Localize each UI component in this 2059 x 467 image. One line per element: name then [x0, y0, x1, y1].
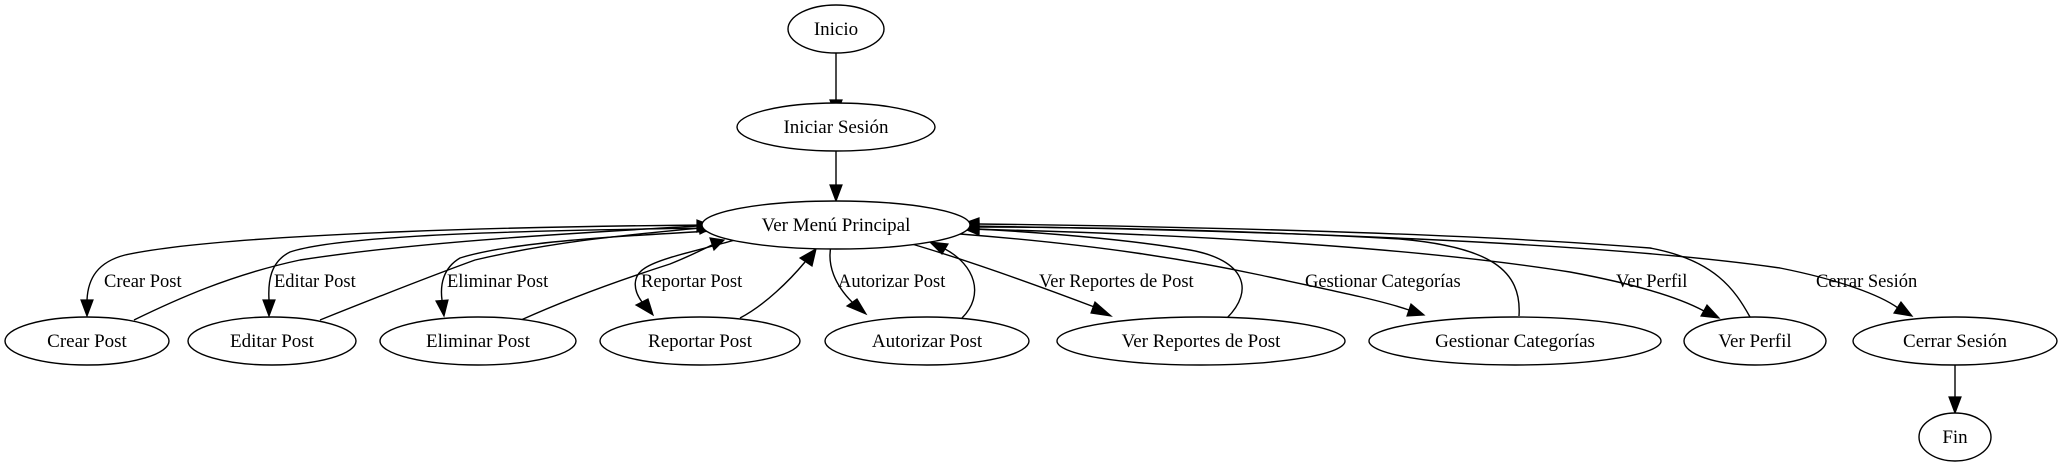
node-label-fin: Fin: [1942, 427, 1968, 448]
node-gestionar: Gestionar Categorías: [1368, 316, 1662, 366]
node-ver-reportes: Ver Reportes de Post: [1056, 316, 1346, 366]
node-label-autorizar: Autorizar Post: [872, 331, 983, 352]
edge-iniciar-sesion-to-menu: [829, 151, 843, 203]
node-label-ver-perfil: Ver Perfil: [1718, 331, 1791, 352]
node-autorizar: Autorizar Post: [824, 316, 1030, 366]
edge-cerrar-to-fin: [1948, 364, 1962, 415]
node-label-inicio: Inicio: [814, 19, 858, 40]
edge-label-eliminar: Eliminar Post: [447, 272, 549, 292]
edge-menu-to-crear: [80, 224, 713, 318]
edge-menu-to-ver-reportes: [904, 241, 1113, 317]
node-editar: Editar Post: [187, 316, 357, 366]
edge-menu-to-gestionar: [959, 233, 1426, 317]
node-label-reportar: Reportar Post: [648, 331, 753, 352]
edge-reportar-to-menu: [739, 247, 817, 319]
edge-menu-to-ver-perfil: [964, 228, 1721, 319]
node-label-editar: Editar Post: [230, 331, 315, 352]
edge-menu-to-reportar: [634, 239, 736, 317]
node-reportar: Reportar Post: [599, 316, 801, 366]
node-label-cerrar: Cerrar Sesión: [1903, 331, 2007, 352]
edge-menu-to-eliminar: [435, 230, 713, 318]
node-label-gestionar: Gestionar Categorías: [1435, 331, 1595, 352]
edge-autorizar-to-menu: [928, 241, 976, 319]
edge-label-ver-reportes: Ver Reportes de Post: [1039, 272, 1195, 292]
edge-menu-to-editar: [262, 227, 713, 318]
node-ver-perfil: Ver Perfil: [1683, 316, 1827, 366]
node-label-crear: Crear Post: [47, 331, 127, 352]
node-eliminar: Eliminar Post: [379, 316, 577, 366]
edge-menu-to-cerrar: [964, 225, 1914, 317]
edge-label-cerrar: Cerrar Sesión: [1816, 272, 1917, 292]
node-label-menu: Ver Menú Principal: [762, 215, 911, 236]
edge-label-editar: Editar Post: [274, 272, 357, 292]
node-label-eliminar: Eliminar Post: [426, 331, 531, 352]
node-cerrar: Cerrar Sesión: [1852, 316, 2058, 366]
node-fin: Fin: [1918, 412, 1992, 462]
node-menu: Ver Menú Principal: [701, 200, 971, 250]
node-label-ver-reportes: Ver Reportes de Post: [1122, 331, 1282, 352]
edge-label-autorizar: Autorizar Post: [838, 272, 946, 292]
edge-label-reportar: Reportar Post: [641, 272, 743, 292]
node-iniciar-sesion: Iniciar Sesión: [736, 102, 936, 152]
node-label-iniciar-sesion: Iniciar Sesión: [783, 117, 889, 138]
edge-label-crear: Crear Post: [104, 272, 182, 292]
edge-label-ver-perfil: Ver Perfil: [1616, 272, 1687, 292]
node-inicio: Inicio: [787, 4, 885, 54]
node-crear: Crear Post: [4, 316, 170, 366]
edge-menu-to-autorizar: [829, 245, 868, 316]
edge-label-gestionar: Gestionar Categorías: [1305, 272, 1461, 292]
